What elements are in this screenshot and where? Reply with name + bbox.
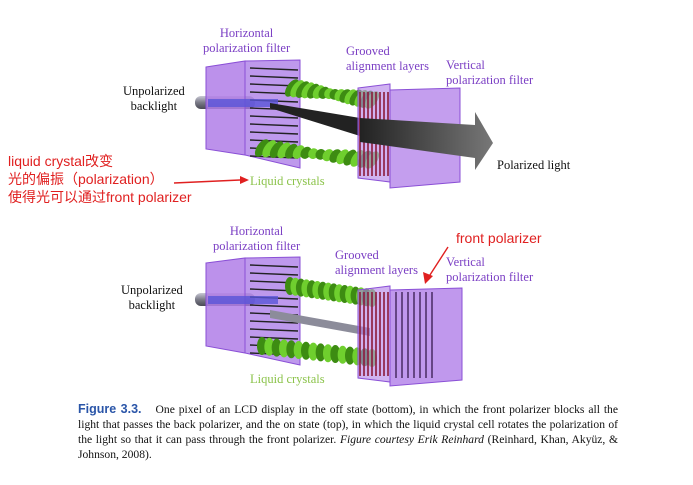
liquid-crystal-segment — [337, 345, 348, 364]
liquid-crystal-segment — [301, 341, 311, 360]
horizontal-filter-line — [249, 264, 299, 268]
bottom-vertical-filter-label-line2: polarization filter — [446, 270, 534, 284]
front-polarizer-annotation: front polarizer — [456, 230, 542, 246]
top-grooved-label-line2: alignment layers — [346, 59, 429, 73]
liquid-crystal-segment — [293, 341, 304, 359]
top-grooved-label: Grooved alignment layers — [346, 44, 429, 74]
bottom-horizontal-filter-label: Horizontal polarization filter — [213, 224, 300, 254]
bottom-grooved-layer-icon — [357, 285, 391, 383]
figure-label: Figure 3.3. — [78, 402, 142, 416]
top-backlight-label-line1: Unpolarized — [123, 84, 185, 98]
horizontal-filter-line — [249, 328, 299, 332]
liquid-crystal-segment — [308, 342, 319, 361]
caption-reference: (Reinhard, Khan, Akyüz, & Johnson, 2008)… — [78, 433, 618, 461]
left-annotation-arrow — [173, 179, 241, 184]
horizontal-filter-line — [249, 320, 299, 324]
top-horizontal-filter-label: Horizontal polarization filter — [203, 26, 290, 56]
front-polarizer-arrow — [427, 246, 449, 279]
top-vertical-filter-label-line1: Vertical — [446, 58, 485, 72]
top-polarized-light-label: Polarized light — [497, 158, 571, 172]
left-annotation-note: liquid crystal改变 光的偏振（polarization） 使得光可… — [8, 152, 192, 206]
top-diagram — [195, 59, 493, 189]
bottom-horizontal-filter-label-line2: polarization filter — [213, 239, 301, 253]
caption-body: One pixel of an LCD display in the off s… — [78, 403, 618, 446]
caption-credit: Figure courtesy Erik Reinhard — [339, 433, 484, 446]
bottom-grooved-label: Grooved alignment layers — [335, 248, 418, 278]
liquid-crystal-segment — [323, 344, 333, 363]
horizontal-filter-line — [249, 304, 299, 308]
liquid-crystal-segment — [269, 141, 284, 158]
top-horizontal-filter-label-line2: polarization filter — [203, 41, 291, 55]
liquid-crystal-segment — [315, 343, 326, 362]
liquid-crystal-segment — [345, 346, 355, 365]
bottom-backlight-label-line2: backlight — [128, 298, 176, 312]
bottom-backlight-label-line1: Unpolarized — [121, 283, 183, 297]
bottom-diagram — [195, 256, 463, 387]
bottom-grooved-label-line1: Grooved — [335, 248, 379, 262]
horizontal-filter-line — [249, 131, 299, 135]
horizontal-filter-line — [249, 67, 299, 71]
bottom-gray-beam — [270, 310, 370, 336]
horizontal-filter-line — [249, 123, 299, 127]
top-grooved-label-line1: Grooved — [346, 44, 390, 58]
liquid-crystal-segment — [286, 340, 297, 359]
bottom-groove-lines — [359, 292, 389, 376]
top-horizontal-filter-icon — [205, 60, 246, 156]
top-dark-beam — [270, 103, 360, 136]
bottom-vertical-lines — [395, 292, 433, 378]
top-blue-beam — [208, 99, 278, 107]
bottom-backlight-label: Unpolarized backlight — [121, 283, 183, 313]
top-liquid-crystals-label: Liquid crystals — [250, 174, 325, 188]
annotation-arrows — [173, 176, 449, 284]
bottom-horizontal-filter-label-line1: Horizontal — [229, 224, 284, 238]
liquid-crystal-segment — [254, 139, 270, 157]
left-annotation-line1: liquid crystal改变 — [8, 153, 114, 169]
left-annotation-line2: 光的偏振（polarization） — [8, 171, 164, 187]
top-horizontal-filter-label-line1: Horizontal — [219, 26, 274, 40]
liquid-crystal-segment — [271, 338, 282, 357]
horizontal-filter-line — [249, 336, 299, 340]
top-vertical-filter-label: Vertical polarization filter — [446, 58, 533, 88]
bottom-vertical-filter-label-line1: Vertical — [446, 255, 485, 269]
top-backlight-label-line2: backlight — [130, 99, 178, 113]
liquid-crystal-segment — [343, 149, 357, 166]
bottom-grooved-label-line2: alignment layers — [335, 263, 418, 277]
top-vertical-filter-label-line2: polarization filter — [446, 73, 534, 87]
liquid-crystal-segment — [279, 339, 289, 358]
left-annotation-line3: 使得光可以通过front polarizer — [8, 189, 192, 205]
liquid-crystal-segment — [257, 337, 267, 355]
front-polarizer-arrowhead-icon — [423, 272, 433, 284]
figure-caption: Figure 3.3.One pixel of an LCD display i… — [78, 402, 618, 462]
horizontal-filter-line — [249, 272, 299, 276]
top-polarized-light-arrow — [360, 112, 493, 170]
liquid-crystal-segment — [330, 345, 341, 363]
bottom-vertical-filter-label: Vertical polarization filter — [446, 255, 533, 285]
left-annotation-arrowhead-icon — [240, 176, 249, 184]
bottom-blue-beam — [208, 296, 278, 304]
liquid-crystal-segment — [262, 140, 277, 158]
horizontal-filter-line — [249, 115, 299, 119]
liquid-crystal-segment — [264, 337, 275, 356]
bottom-liquid-crystals-label: Liquid crystals — [250, 372, 325, 386]
horizontal-filter-line — [249, 75, 299, 79]
bottom-horizontal-filter-icon — [205, 257, 246, 354]
liquid-crystal-segment — [277, 142, 291, 159]
top-backlight-label: Unpolarized backlight — [123, 84, 185, 114]
